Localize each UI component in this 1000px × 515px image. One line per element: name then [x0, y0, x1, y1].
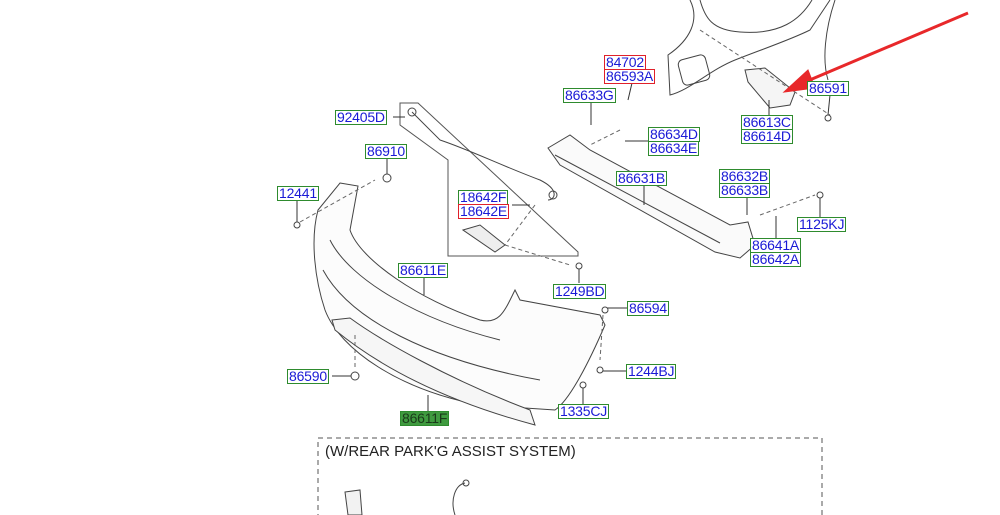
harness-box	[399, 102, 579, 257]
part-label-92405d[interactable]: 92405D	[335, 109, 387, 125]
fender-drawing	[667, 0, 836, 96]
part-label-12441[interactable]: 12441	[277, 185, 319, 201]
part-label-86634e[interactable]: 86634E	[648, 140, 700, 156]
part-label-86590[interactable]: 86590	[287, 368, 329, 384]
bumper-beam-drawing	[547, 134, 756, 259]
park-assist-section-box	[317, 437, 823, 515]
part-label-18642e[interactable]: 18642E	[458, 203, 510, 219]
part-label-1244bj[interactable]: 1244BJ	[626, 363, 677, 379]
section-note: (W/REAR PARK'G ASSIST SYSTEM)	[325, 443, 576, 460]
part-label-1335cj[interactable]: 1335CJ	[558, 403, 610, 419]
part-label-86910[interactable]: 86910	[365, 143, 407, 159]
part-label-86614d[interactable]: 86614D	[741, 128, 793, 144]
part-label-1125kj[interactable]: 1125KJ	[797, 216, 847, 232]
part-label-86633b[interactable]: 86633B	[719, 182, 771, 198]
part-label-86611e[interactable]: 86611E	[398, 262, 449, 278]
part-label-1249bd[interactable]: 1249BD	[553, 283, 607, 299]
part-label-86634d[interactable]: 86634D	[648, 126, 700, 142]
part-label-86633g[interactable]: 86633G	[563, 87, 616, 103]
part-label-86593a[interactable]: 86593A	[604, 68, 656, 84]
part-label-86591[interactable]: 86591	[807, 80, 849, 96]
side-bracket-drawing	[744, 67, 796, 109]
part-label-86611f[interactable]: 86611F	[400, 410, 450, 426]
part-label-84702[interactable]: 84702	[604, 54, 646, 70]
wiring-harness-drawing	[411, 111, 555, 201]
part-label-86642a[interactable]: 86642A	[750, 251, 802, 267]
part-label-86631b[interactable]: 86631B	[616, 170, 668, 186]
part-label-86594[interactable]: 86594	[627, 300, 669, 316]
lower-trim-drawing	[331, 317, 536, 426]
